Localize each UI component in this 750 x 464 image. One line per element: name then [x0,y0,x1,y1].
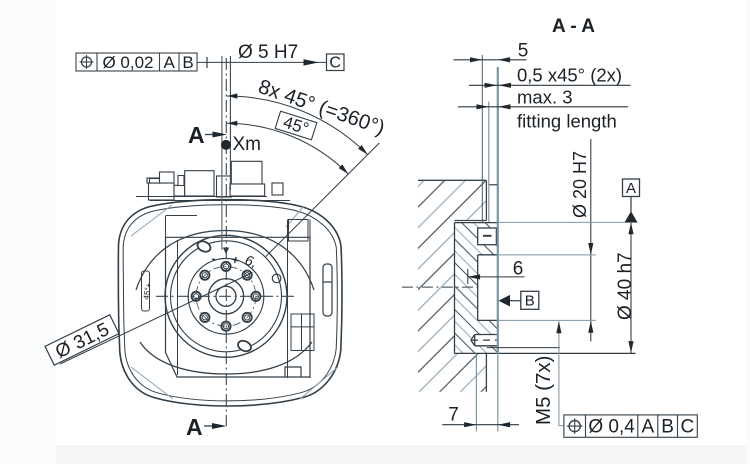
svg-text:fitting length: fitting length [517,111,617,132]
svg-text:C: C [681,417,695,438]
svg-text:5: 5 [518,41,529,62]
svg-text:A - A: A - A [552,16,595,37]
svg-text:-: - [210,251,217,266]
svg-text:+: + [230,252,240,267]
svg-text:A: A [164,53,176,72]
svg-text:Ø 0,4: Ø 0,4 [588,417,635,438]
svg-text:Ø 5 H7: Ø 5 H7 [238,42,298,63]
svg-text:7: 7 [448,405,459,426]
svg-text:A: A [626,180,636,197]
svg-text:M5 (7x): M5 (7x) [532,356,555,425]
svg-text:A: A [188,122,205,148]
svg-text:Ø 20 H7: Ø 20 H7 [570,151,590,218]
svg-text:max. 3: max. 3 [517,87,573,108]
svg-text:45°+: 45°+ [142,282,154,300]
svg-text:A: A [641,417,654,438]
svg-text:B: B [182,53,193,72]
svg-text:Ø 40 h7: Ø 40 h7 [615,252,636,320]
svg-text:6,: 6, [243,252,259,271]
svg-text:Xm: Xm [233,134,262,155]
svg-text:C: C [329,55,341,72]
svg-text:0,5 x45° (2x): 0,5 x45° (2x) [517,65,622,86]
svg-text:A: A [186,414,203,440]
svg-text:B: B [525,293,535,310]
svg-text:6: 6 [513,259,524,280]
svg-text:B: B [661,417,674,438]
svg-text:Ø 0,02: Ø 0,02 [102,53,153,72]
